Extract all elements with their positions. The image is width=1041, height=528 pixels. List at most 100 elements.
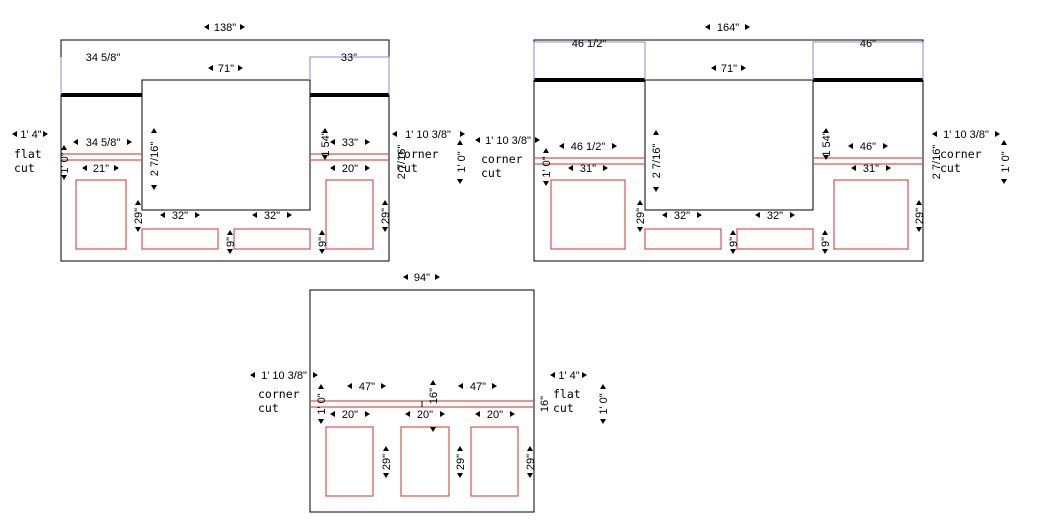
view-right-cabinet-right <box>833 179 909 250</box>
view-left-overlap-label: 2 7/16" <box>396 145 408 180</box>
view-right-right-edge-height: 1' 0" <box>1000 140 1012 184</box>
view-right-center-block <box>644 79 814 211</box>
view-right-right-cab-width: 31" <box>851 163 891 175</box>
view-left-left-section: 34 5/8" <box>73 137 132 149</box>
view-bottom-center-height: 16" <box>428 380 440 432</box>
svg-text:2 7/16": 2 7/16" <box>149 142 161 177</box>
view-left-right-inner-height: 1 54" <box>320 128 332 160</box>
view-bottom-right-edge-height: 1' 0" <box>598 384 610 424</box>
view-left-center-height: 2 7/16" <box>149 128 161 190</box>
view-right-outline <box>533 39 924 262</box>
svg-text:29": 29" <box>635 208 647 224</box>
svg-text:20": 20" <box>342 163 358 175</box>
view-right-drawer-left-width: 32" <box>662 210 702 222</box>
view-left-right-edge-height: 1' 0" <box>456 140 468 184</box>
view-left-left-edge-height: 1' 0" <box>59 145 71 180</box>
view-bottom-right-top: 47" <box>458 381 497 393</box>
svg-text:1' 10 3/8": 1' 10 3/8" <box>943 129 989 141</box>
view-left: 138" 34 5/8" 33" 71" 34 5/8" 33" 1' 4" f… <box>12 22 468 262</box>
view-bottom: 94" 47" 47" 16" 1' 10 3/8" corner cut 1'… <box>250 272 610 513</box>
view-bottom-cabinet-2 <box>400 426 450 497</box>
view-right-drawer-right-width: 32" <box>755 210 795 222</box>
view-bottom-right-edge-text-2: cut <box>553 401 574 415</box>
svg-text:32": 32" <box>767 210 783 222</box>
view-left-cab-height-left: 29" <box>133 200 145 232</box>
svg-text:20": 20" <box>487 409 503 421</box>
svg-text:9": 9" <box>820 237 832 247</box>
svg-text:29": 29" <box>381 454 393 470</box>
svg-text:94": 94" <box>414 272 430 284</box>
svg-text:1' 0": 1' 0" <box>316 393 328 414</box>
view-left-lav-right <box>309 56 390 95</box>
view-right-total-width: 164" <box>705 22 750 34</box>
view-left-total-width: 138" <box>204 22 245 34</box>
svg-text:29": 29" <box>455 454 467 470</box>
svg-text:47": 47" <box>359 381 375 393</box>
view-bottom-total-width: 94" <box>403 272 440 284</box>
view-left-left-cab-width: 21" <box>82 163 119 175</box>
view-right-right-inner-height: 1 54" <box>821 128 833 160</box>
view-bottom-right-edge-text-1: flat <box>553 387 581 401</box>
view-bottom-cab1-width: 20" <box>330 409 370 421</box>
svg-text:31": 31" <box>580 163 596 175</box>
svg-text:1' 10 3/8": 1' 10 3/8" <box>261 370 307 382</box>
view-right-left-edge-text-2: cut <box>481 166 502 180</box>
svg-text:1' 0": 1' 0" <box>456 151 468 172</box>
svg-text:46": 46" <box>860 141 876 153</box>
view-right-right-edge-text-2: cut <box>940 161 961 175</box>
svg-text:20": 20" <box>342 409 358 421</box>
view-left-center-width: 71" <box>208 63 243 75</box>
view-left-left-edge-text-1: flat <box>14 147 42 161</box>
view-bottom-cab2-height: 29" <box>455 446 467 478</box>
view-bottom-left-top: 47" <box>347 381 386 393</box>
view-left-right-edge-text-1: corner <box>397 147 439 161</box>
svg-text:47": 47" <box>470 381 486 393</box>
view-bottom-cab1-height: 29" <box>381 446 393 478</box>
view-left-outline <box>60 39 390 262</box>
svg-text:1' 0": 1' 0" <box>598 393 610 414</box>
view-bottom-cab2-width: 20" <box>405 409 445 421</box>
view-left-center-block <box>141 79 311 211</box>
view-right-cab-height-right: 29" <box>914 200 926 232</box>
view-left-top-left-lav: 34 5/8" <box>86 52 121 64</box>
view-left-drawer-height-right: 9" <box>317 230 329 254</box>
view-bottom-cab3-height: 29" <box>525 446 537 478</box>
svg-text:9": 9" <box>225 237 237 247</box>
svg-text:16": 16" <box>428 388 440 404</box>
svg-text:32": 32" <box>674 210 690 222</box>
view-bottom-left-edge-height: 1' 0" <box>316 384 328 424</box>
svg-text:1' 4": 1' 4" <box>20 129 41 141</box>
view-bottom-left-edge-text-1: corner <box>258 387 300 401</box>
svg-text:32": 32" <box>264 210 280 222</box>
view-right-cabinet-left <box>550 179 626 250</box>
view-bottom-cabinet-1 <box>325 426 374 497</box>
view-bottom-left-edge-text-2: cut <box>258 401 279 415</box>
view-bottom-right-overhang: 1' 4" <box>550 370 587 382</box>
view-right-drawer-height-right: 9" <box>820 230 832 254</box>
view-right-top-left-lav: 46 1/2" <box>572 38 607 50</box>
view-right-center-width: 71" <box>711 63 746 75</box>
view-right-center-height: 2 7/16" <box>651 130 663 192</box>
view-right-right-edge-text-1: corner <box>940 147 982 161</box>
svg-text:1 54": 1 54" <box>821 131 833 156</box>
view-left-top-right-lav: 33" <box>341 52 357 64</box>
svg-text:31": 31" <box>863 163 879 175</box>
view-left-drawer-height-left: 9" <box>225 230 237 254</box>
view-right-right-section: 46" <box>848 141 888 153</box>
view-bottom-left-overhang: 1' 10 3/8" <box>250 370 318 382</box>
view-right-top-right-lav: 46" <box>860 38 876 50</box>
svg-text:1' 0": 1' 0" <box>541 156 553 177</box>
svg-text:1 54": 1 54" <box>320 131 332 156</box>
view-right-lav-left <box>533 41 646 80</box>
view-right-left-overhang: 1' 10 3/8" <box>475 135 540 147</box>
view-bottom-cab3-width: 20" <box>475 409 515 421</box>
view-right-drawer-left <box>644 228 722 250</box>
svg-text:46 1/2": 46 1/2" <box>571 141 606 153</box>
view-left-drawer-left-width: 32" <box>160 210 200 222</box>
svg-text:164": 164" <box>717 22 739 34</box>
view-left-drawer-left <box>141 228 219 250</box>
view-right-left-cab-width: 31" <box>568 163 608 175</box>
view-left-cabinet-left <box>75 179 127 250</box>
view-bottom-overlap-label: 16" <box>539 396 551 412</box>
